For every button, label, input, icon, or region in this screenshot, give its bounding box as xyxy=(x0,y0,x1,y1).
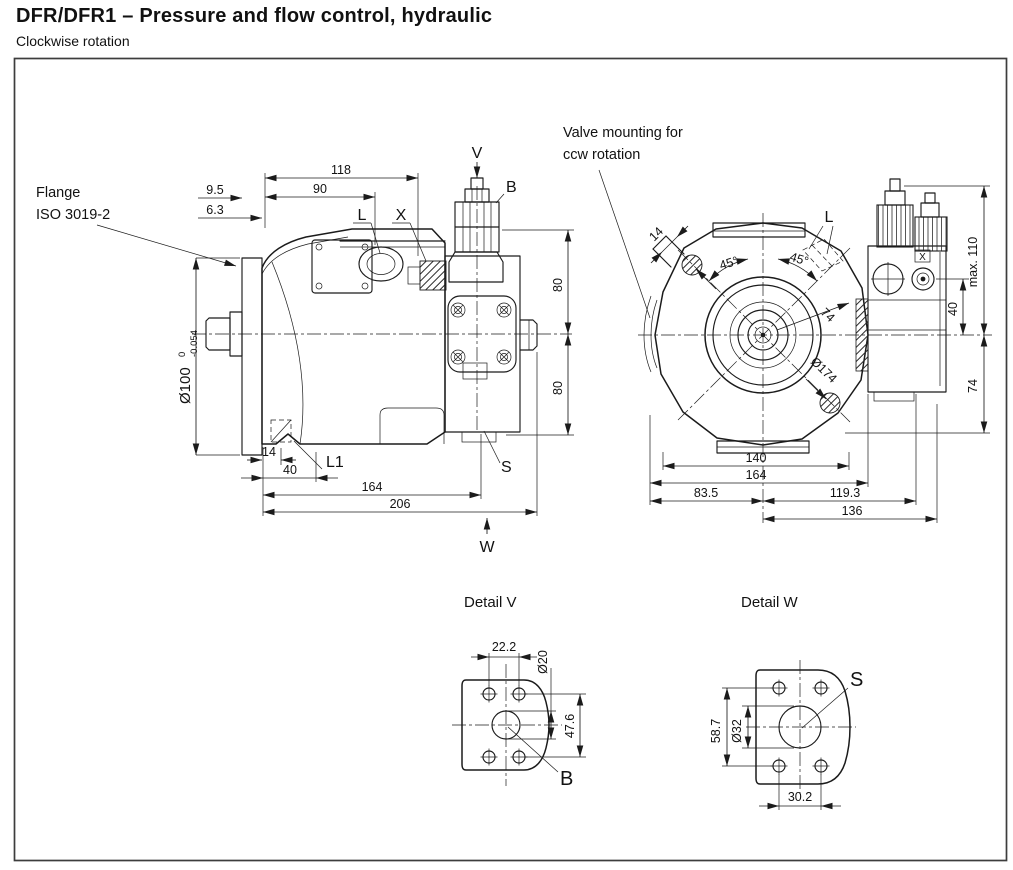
dim-164: 164 xyxy=(362,480,383,494)
dim-47-6: 47.6 xyxy=(563,714,577,738)
dim-22-2: 22.2 xyxy=(492,640,516,654)
detail-v-flange xyxy=(461,679,550,771)
dim-dia174: Ø174 xyxy=(808,354,840,385)
detail-w-centerlines xyxy=(746,660,856,794)
port-label-l: L xyxy=(358,207,367,224)
dim-30-2: 30.2 xyxy=(788,790,812,804)
port-label-x: X xyxy=(396,207,407,224)
detail-w-port-s: S xyxy=(850,669,863,691)
dim-206: 206 xyxy=(390,497,411,511)
dim-9-5: 9.5 xyxy=(206,183,223,197)
port-label-l1: L1 xyxy=(326,454,344,471)
side-view: Flange ISO 3019-2 118 90 9.5 6.3 Ø100 0 … xyxy=(36,145,574,556)
dim-119-3: 119.3 xyxy=(830,486,860,500)
dim-74-rear: 74 xyxy=(966,379,980,393)
dim-58-7: 58.7 xyxy=(709,719,723,743)
detail-w-dimensions xyxy=(722,687,849,810)
side-view-valve-assembly xyxy=(448,177,504,283)
dim-136: 136 xyxy=(842,504,863,518)
detail-v: Detail V xyxy=(452,594,586,790)
port-label-b: B xyxy=(506,179,517,196)
dim-83-5: 83.5 xyxy=(694,486,718,500)
port-label-v: V xyxy=(472,145,483,162)
dim-6-3: 6.3 xyxy=(206,203,223,217)
side-view-centerlines xyxy=(192,186,572,430)
dim-14-stub: 14 xyxy=(646,224,666,244)
dim-dia100-tol-upper: 0 xyxy=(177,352,188,357)
dim-max-110: max. 110 xyxy=(966,237,980,288)
dim-dia100-tol-lower: -0.054 xyxy=(189,330,200,357)
dim-45-left: 45° xyxy=(718,254,740,273)
dim-dia32: Ø32 xyxy=(730,719,744,743)
drawing-border xyxy=(13,57,1008,862)
flange-note-line1: Flange xyxy=(36,185,80,201)
detail-w-title: Detail W xyxy=(741,594,799,611)
detail-w: Detail W xyxy=(709,594,863,810)
view-label-w: W xyxy=(479,539,495,556)
dim-80-bottom: 80 xyxy=(551,381,565,395)
side-view-dimensions xyxy=(96,162,574,534)
valve-note-line1: Valve mounting for xyxy=(563,125,683,141)
dim-80-top: 80 xyxy=(551,278,565,292)
flange-note-line2: ISO 3019-2 xyxy=(36,207,110,223)
page-subtitle: Clockwise rotation xyxy=(16,33,130,49)
dim-90: 90 xyxy=(313,182,327,196)
dim-140: 140 xyxy=(746,451,767,465)
dim-dia100: Ø100 xyxy=(177,367,194,404)
rear-view-pump-body xyxy=(643,222,869,454)
dim-118: 118 xyxy=(331,163,351,177)
detail-v-port-b: B xyxy=(560,768,573,790)
detail-v-title: Detail V xyxy=(464,594,517,611)
dim-40: 40 xyxy=(283,463,297,477)
detail-v-centerlines xyxy=(452,664,562,786)
dim-14: 14 xyxy=(262,445,276,459)
dim-dia100-group: Ø100 0 -0.054 xyxy=(177,330,200,404)
detail-v-dimensions xyxy=(471,653,586,773)
rear-view-valve-block xyxy=(855,178,948,402)
dim-dia20: Ø20 xyxy=(536,650,550,674)
page-title: DFR/DFR1 – Pressure and flow control, hy… xyxy=(16,5,493,27)
dim-45-right: 45° xyxy=(788,250,810,269)
rear-view: Valve mounting for ccw rotation 14 45° 4… xyxy=(563,125,992,523)
dim-40-rear: 40 xyxy=(946,302,960,316)
port-label-s: S xyxy=(501,459,512,476)
dim-164-rear: 164 xyxy=(746,468,767,482)
valve-note-line2: ccw rotation xyxy=(563,147,640,163)
rear-view-dimensions xyxy=(598,169,990,523)
port-label-l-rear: L xyxy=(825,209,834,226)
port-label-x-rear: X xyxy=(919,252,926,263)
side-view-pump-body xyxy=(205,228,538,456)
